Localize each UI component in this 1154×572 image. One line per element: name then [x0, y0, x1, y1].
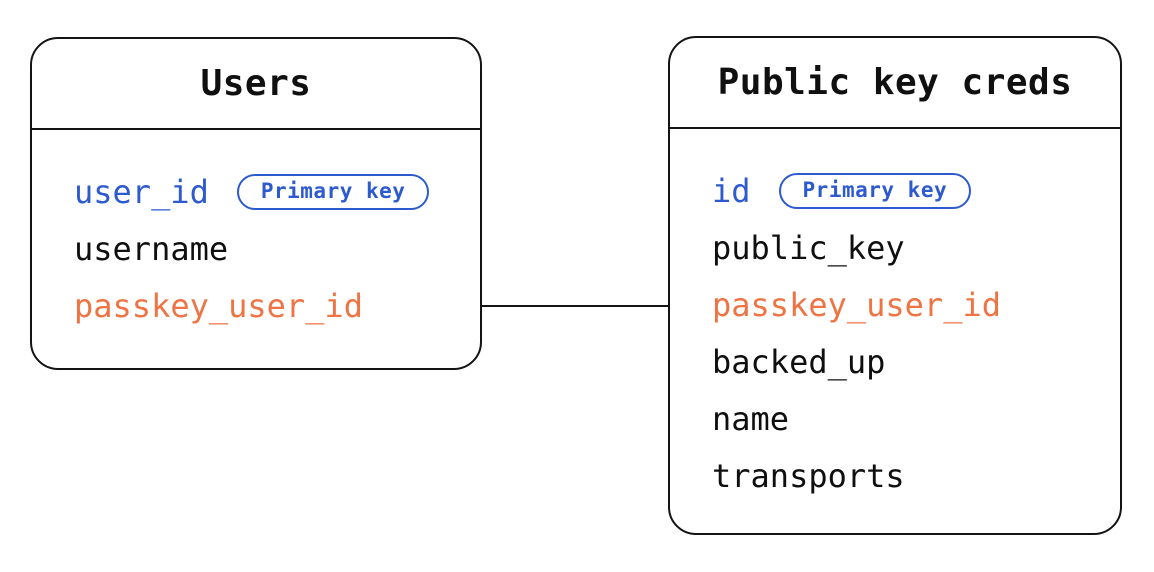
field-label: transports	[712, 456, 905, 495]
field-label: name	[712, 399, 790, 438]
table-users-fields: user_id Primary key username passkey_use…	[32, 130, 480, 334]
primary-key-badge: Primary key	[236, 173, 430, 210]
field-row: name	[712, 390, 1120, 447]
field-label: user_id	[74, 172, 209, 211]
table-public-key-creds: Public key creds id Primary key public_k…	[668, 36, 1122, 535]
field-label: backed_up	[712, 342, 886, 381]
field-row: passkey_user_id	[712, 276, 1120, 333]
relationship-connector	[482, 305, 668, 307]
field-row: passkey_user_id	[74, 277, 480, 334]
table-public-key-creds-title: Public key creds	[670, 38, 1120, 129]
table-users: Users user_id Primary key username passk…	[30, 37, 482, 370]
field-row: backed_up	[712, 333, 1120, 390]
field-row: transports	[712, 447, 1120, 504]
field-label: id	[712, 171, 751, 210]
table-public-key-creds-fields: id Primary key public_key passkey_user_i…	[670, 129, 1120, 504]
primary-key-badge: Primary key	[778, 172, 972, 209]
field-row: user_id Primary key	[74, 163, 480, 220]
field-label: passkey_user_id	[712, 285, 1001, 324]
field-label: public_key	[712, 228, 905, 267]
field-label: username	[74, 229, 229, 268]
field-row: username	[74, 220, 480, 277]
table-users-title: Users	[32, 39, 480, 130]
field-label: passkey_user_id	[74, 286, 363, 325]
field-row: id Primary key	[712, 162, 1120, 219]
field-row: public_key	[712, 219, 1120, 276]
